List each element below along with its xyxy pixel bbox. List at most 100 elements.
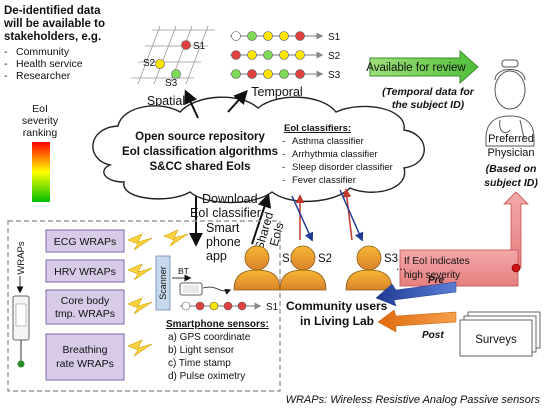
wearable-sensor-screen [15, 303, 27, 327]
severity-alert-arrow: If EoI indicates high severity [399, 191, 529, 287]
pre-arrow: Pre [375, 275, 457, 307]
post-arrow-shape [377, 309, 457, 333]
temporal-dot [279, 50, 289, 60]
users-more: ... [396, 259, 406, 273]
s3-download-arrow [339, 189, 364, 242]
temporal-row: S1 [230, 31, 341, 43]
classifiers-title: EoI classifiers: [284, 123, 351, 134]
severity-label-line-1: EoI [32, 103, 48, 115]
temporal-row: S2 [230, 50, 341, 62]
stakeholder-item: Health service [16, 58, 83, 70]
classifier-item: Fever classifier [292, 175, 356, 186]
wraps-item-label: rate WRAPs [56, 358, 114, 370]
smartphone-dot [223, 301, 233, 311]
app-label-line-3: app [206, 249, 227, 263]
smartphone-dot [195, 301, 205, 311]
spatial-point-s3 [171, 69, 181, 79]
wraps-list: ECG WRAPs HRV WRAPs Core body tmp. WRAPs… [45, 229, 125, 381]
physician-label-line-1: Preferred [488, 133, 534, 145]
s2-download-arrow [291, 195, 314, 242]
physician-hair [494, 69, 526, 81]
stakeholder-bullet: - [4, 70, 8, 82]
wraps-item-box [45, 333, 125, 381]
temporal-dot [247, 50, 257, 60]
classifier-bullet: - [282, 175, 285, 186]
stakeholders-title-line-2: will be available to [3, 18, 105, 30]
wraps-item-box [45, 259, 125, 283]
temporal-dot [231, 69, 241, 79]
stakeholders-block: De-identified data will be available to … [3, 5, 105, 82]
alert-red-dot [511, 263, 521, 273]
shared-label: Shared EoIs [252, 210, 287, 251]
users-label-line-1: Community users [286, 299, 388, 313]
bt-label: BT [178, 266, 189, 276]
sensor-item: b) Light sensor [168, 345, 235, 356]
physician-label-line-3: (Based on [486, 163, 537, 175]
spatial-point-s2 [155, 59, 165, 69]
temporal-series-label: S2 [328, 51, 341, 62]
lightning-icon [127, 297, 153, 315]
temporal-dot [263, 69, 273, 79]
wraps-item-label: Breathing [63, 344, 108, 356]
download-line-1: Download [202, 192, 258, 206]
wraps-item-label: Core body [61, 295, 110, 307]
stakeholder-item: Community [16, 46, 70, 58]
physician-coat-line [519, 119, 525, 139]
wireless-signals [127, 229, 189, 357]
s3-upload-arrow [342, 188, 353, 241]
spatial-label-line-1: Spatial [147, 94, 185, 108]
user-label: S3 [384, 253, 398, 265]
classifier-item: Arrhythmia classifier [292, 149, 378, 160]
alert-line-1: If EoI indicates [404, 256, 470, 267]
user-s1: S1 [233, 245, 296, 291]
wraps-item-box [45, 289, 125, 325]
temporal-row: S3 [230, 69, 341, 81]
user-head [290, 245, 316, 271]
temporal-dot [295, 69, 305, 79]
phone-screen [183, 285, 199, 293]
wearable-sensor-node [17, 360, 25, 368]
spatial-point-s1 [181, 40, 191, 50]
stakeholders-title-line-3: stakeholders, e.g. [4, 31, 101, 43]
review-arrow-shape [369, 49, 479, 85]
physician-head [494, 70, 526, 110]
review-note-line-1: (Temporal data for [382, 86, 475, 98]
severity-label-line-3: ranking [23, 127, 58, 139]
cloud-line-3: S&CC shared EoIs [150, 161, 251, 173]
lightning-icon [127, 339, 153, 357]
smartphone-sensors: Smartphone sensors: a) GPS coordinate b)… [166, 319, 269, 382]
shared-line-2: EoIs [267, 221, 287, 248]
stakeholder-item: Researcher [16, 70, 71, 82]
temporal-dot [247, 69, 257, 79]
wraps-item-label: tmp. WRAPs [55, 308, 115, 320]
cloud-line-1: Open source repository [135, 131, 265, 143]
post-label: Post [422, 330, 444, 341]
review-label: Available for review [366, 62, 466, 74]
temporal-label-line-1: Temporal [251, 85, 302, 99]
scanner-box [155, 255, 171, 311]
alert-line-2: high severity [404, 270, 460, 281]
classifier-bullet: - [282, 136, 285, 147]
stethoscope-icon [499, 119, 511, 134]
wraps-side-text: WRAPs [16, 241, 27, 275]
physician-label-line-4: subject ID) [484, 177, 538, 189]
phone-to-user-arrow [202, 286, 232, 295]
download-line-2: EoI classifier [190, 206, 261, 220]
classifier-bullet: - [282, 162, 285, 173]
sensor-item: d) Pulse oximetry [168, 371, 245, 382]
classifier-item: Asthma classifier [292, 136, 364, 147]
alert-arrow-vertical [503, 191, 529, 269]
spatial-point-label: S1 [193, 41, 206, 52]
physician-body [485, 115, 535, 147]
user-body [279, 269, 327, 291]
wraps-side-label: WRAPs [12, 241, 30, 368]
temporal-dot [231, 50, 241, 60]
stakeholder-bullet: - [4, 58, 8, 70]
temporal-dot [263, 31, 273, 41]
surveys-stack: Surveys [459, 311, 541, 357]
stakeholders-title-line-1: De-identified data [4, 5, 101, 17]
temporal-dot [231, 31, 241, 41]
user-s3: S3 [345, 245, 398, 291]
